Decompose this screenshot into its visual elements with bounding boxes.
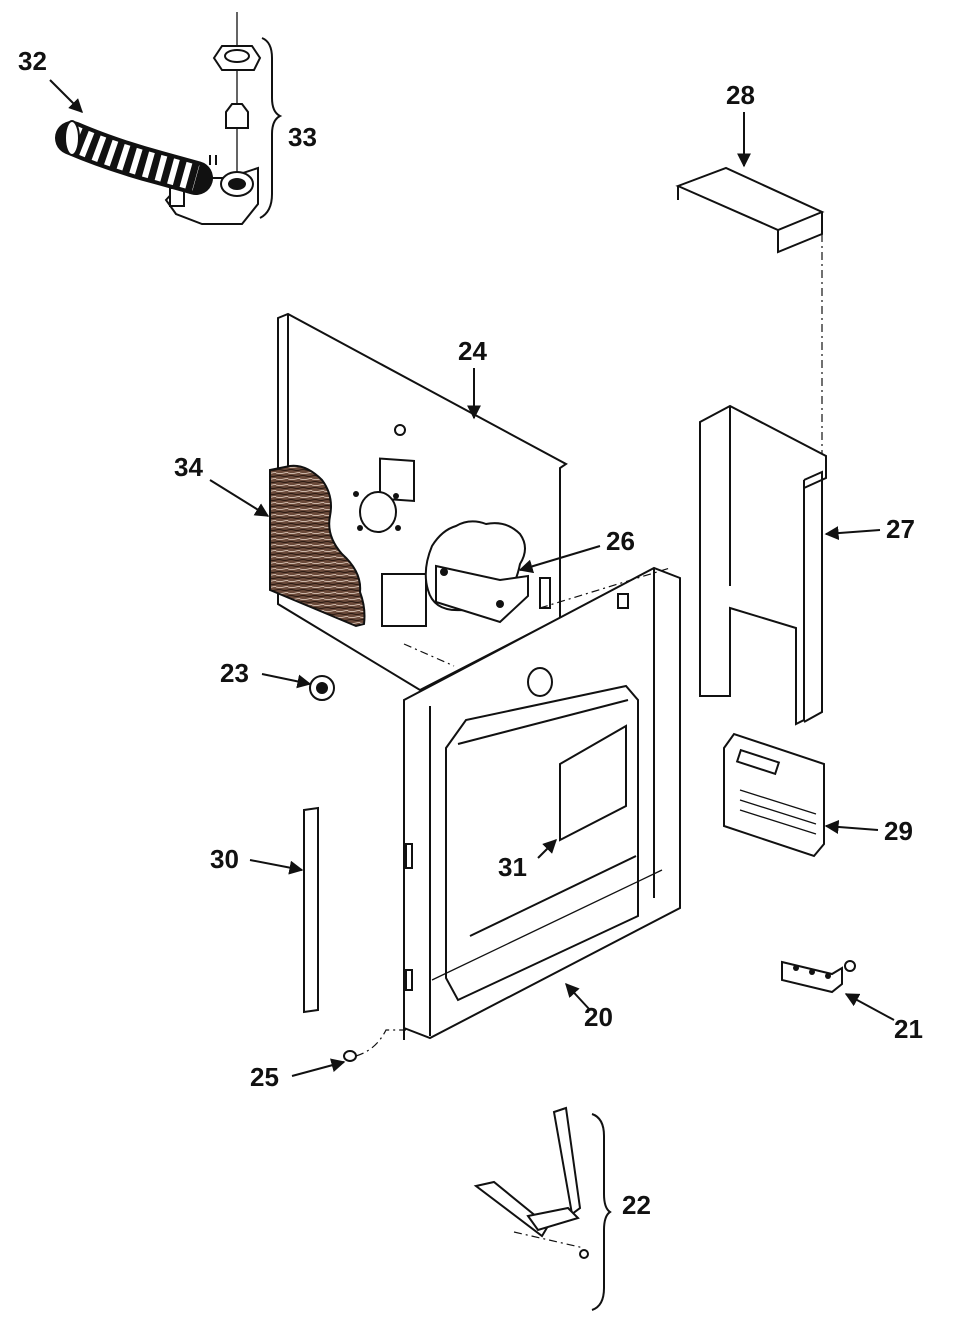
callout-28: 28 — [726, 80, 755, 110]
callout-26: 26 — [606, 526, 635, 556]
part-33-drain-fitting — [164, 12, 283, 225]
callout-25: 25 — [250, 1062, 279, 1092]
callout-20: 20 — [584, 1002, 613, 1032]
part-27-side-panel — [699, 404, 827, 726]
callout-32: 32 — [18, 46, 47, 76]
part-30-strip — [303, 806, 319, 1014]
part-23-grommet — [309, 675, 335, 701]
part-32-drain-hose — [55, 120, 213, 195]
part-21-terminal-block — [781, 960, 856, 994]
part-29-access-cover — [723, 732, 825, 858]
callout-22: 22 — [622, 1190, 651, 1220]
callout-27: 27 — [886, 514, 915, 544]
leader-arrows — [49, 79, 895, 1077]
callout-24: 24 — [458, 336, 487, 366]
callout-29: 29 — [884, 816, 913, 846]
callout-21: 21 — [894, 1014, 923, 1044]
callout-31: 31 — [498, 852, 527, 882]
callout-30: 30 — [210, 844, 239, 874]
callout-labels: 32 33 28 24 34 26 27 23 29 30 31 20 21 2… — [18, 46, 923, 1220]
part-20-cabinet-frame — [403, 566, 681, 1040]
callout-34: 34 — [174, 452, 203, 482]
callout-33: 33 — [288, 122, 317, 152]
part-25-screw — [343, 1029, 406, 1062]
part-34-insulation — [269, 464, 366, 628]
part-22-hinge — [473, 1106, 612, 1311]
callout-23: 23 — [220, 658, 249, 688]
part-28-top-cover — [675, 166, 825, 464]
